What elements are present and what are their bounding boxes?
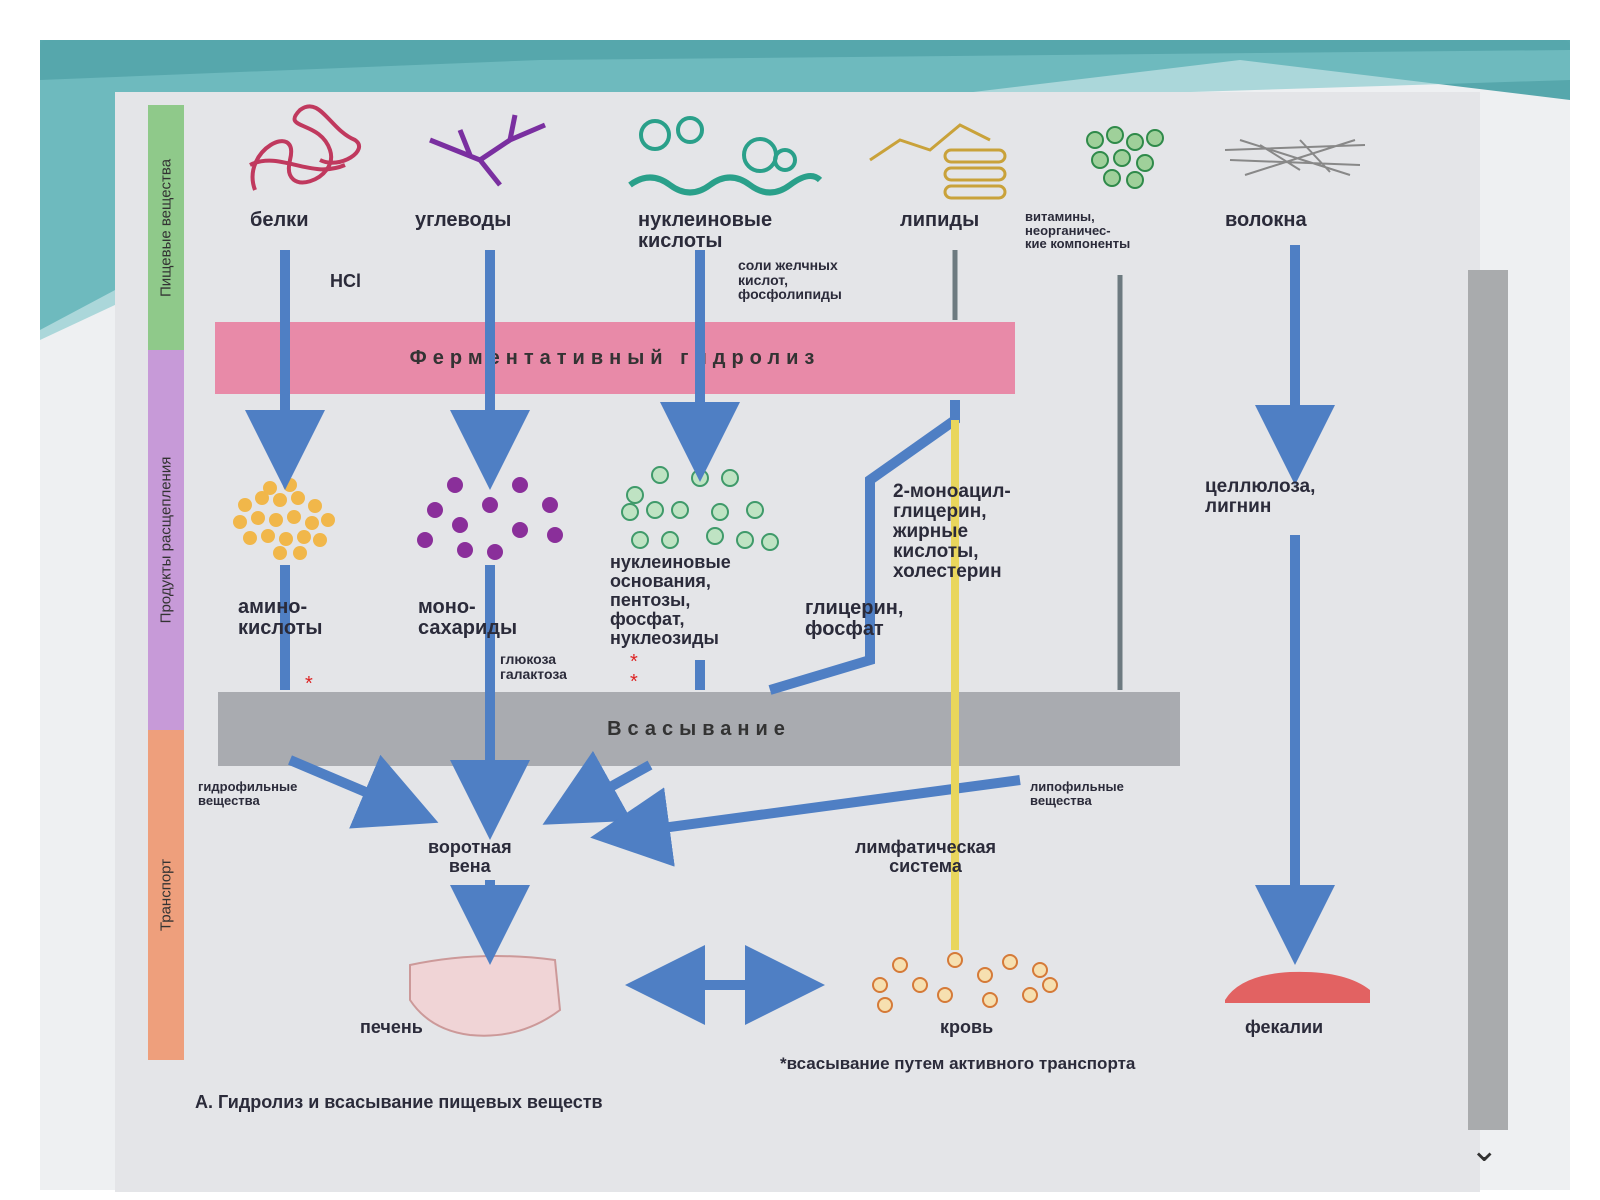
scrollbar[interactable]	[1468, 270, 1508, 1130]
stripe-products: Продукты расщепления	[148, 350, 184, 730]
label-liver: печень	[360, 1017, 423, 1037]
label-amino-acids: амино- кислоты	[238, 596, 323, 639]
active-transport-mark: *	[630, 651, 638, 673]
footnote: *всасывание путем активного транспорта	[780, 1054, 1136, 1073]
active-transport-mark: *	[630, 671, 638, 693]
fiber-icon	[1224, 139, 1366, 176]
absorption-band: Всасывание	[218, 692, 1180, 766]
label-portal-vein: воротная вена	[428, 837, 512, 876]
flow-arrows	[245, 245, 1335, 1025]
liver-icon	[409, 955, 562, 1037]
monosaccharide-dots	[417, 477, 563, 560]
label-glycerol-phosphate: глицерин, фосфат	[805, 597, 904, 640]
label-hcl: HCl	[330, 271, 361, 291]
blood-dots	[872, 952, 1058, 1013]
label-bile-salts: соли желчных кислот, фосфолипиды	[738, 257, 842, 303]
label-cellulose-lignin: целлюлоза, лигнин	[1205, 476, 1316, 517]
label-proteins: белки	[250, 209, 309, 231]
label-lipids: липиды	[900, 209, 980, 231]
label-lymphatic-system: лимфатическая система	[855, 837, 996, 876]
label-nucleic-products: нуклеиновые основания, пентозы, фосфат, …	[610, 552, 731, 648]
lipid-icon	[869, 123, 1007, 200]
label-monosaccharides: моно- сахариды	[418, 596, 518, 639]
feces-icon	[1225, 971, 1370, 1003]
label-fibers: волокна	[1225, 209, 1307, 231]
hydrolysis-band: Ферментативный гидролиз	[215, 322, 1015, 394]
nucleic-acid-icon	[628, 116, 823, 196]
protein-icon	[249, 104, 361, 191]
label-glucose-galactose: глюкоза галактоза	[500, 651, 567, 682]
absorption-label: Всасывание	[607, 717, 791, 740]
figure-caption: А. Гидролиз и всасывание пищевых веществ	[195, 1092, 603, 1112]
label-carbohydrates: углеводы	[415, 209, 512, 231]
carbohydrate-icon	[429, 114, 546, 187]
label-hydrophilic: гидрофильные вещества	[198, 779, 298, 808]
nucleic-products-dots	[621, 466, 779, 551]
amino-acid-dots	[233, 478, 335, 560]
vitamins-icon	[1086, 126, 1164, 189]
active-transport-mark: *	[305, 673, 313, 695]
hydrolysis-label: Ферментативный гидролиз	[409, 346, 821, 369]
label-monoacylglycerol: 2-моноацил- глицерин, жирные кислоты, хо…	[893, 481, 1011, 582]
label-blood: кровь	[940, 1017, 994, 1037]
stripe-transport: Транспорт	[148, 730, 184, 1060]
stripe-food: Пищевые вещества	[148, 105, 184, 350]
scroll-down-icon[interactable]: ⌄	[1470, 1130, 1499, 1170]
label-lipophilic: липофильные вещества	[1030, 779, 1124, 808]
label-vitamins: витамины, неорганичес- кие компоненты	[1025, 209, 1131, 252]
label-nucleic-acids: нуклеиновые кислоты	[638, 209, 773, 252]
label-feces: фекалии	[1245, 1017, 1324, 1037]
